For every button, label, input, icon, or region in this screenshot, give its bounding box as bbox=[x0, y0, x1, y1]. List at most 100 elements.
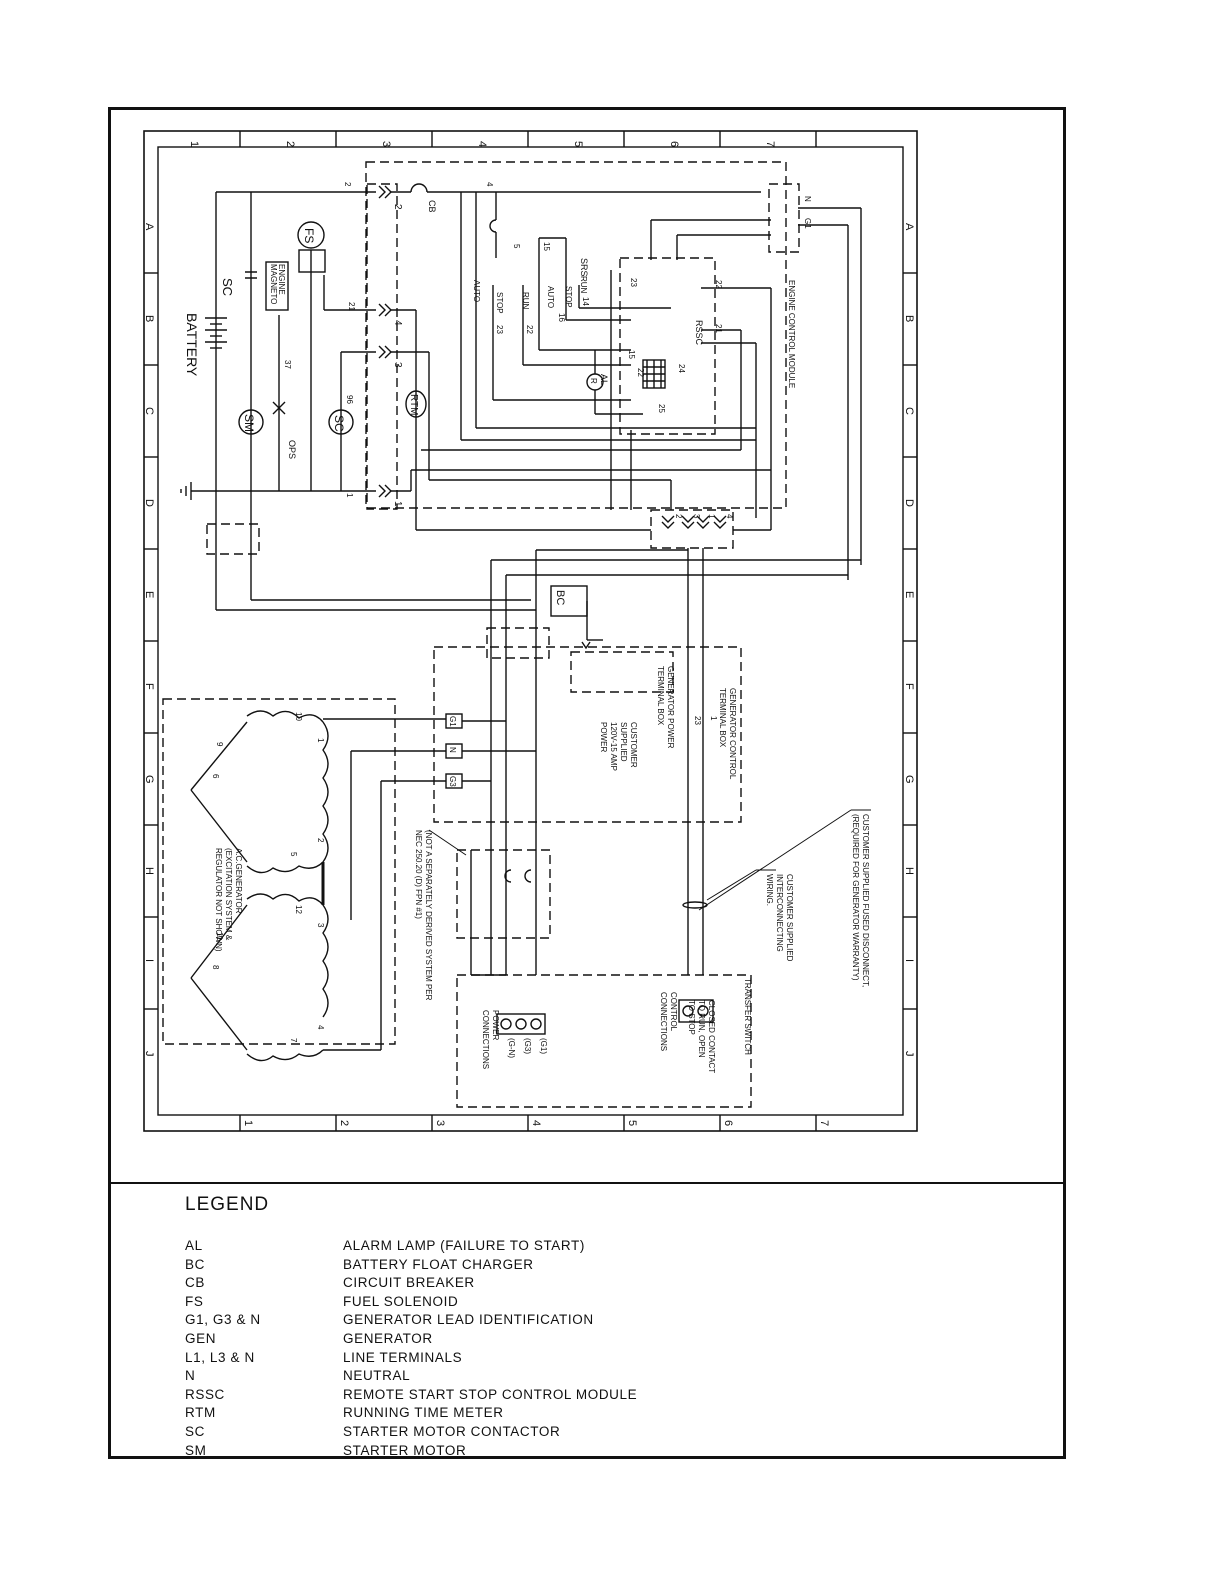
wire-label: 22 bbox=[636, 368, 645, 377]
grid-number: 2 bbox=[338, 1120, 350, 1126]
ac-generator-enclosure bbox=[162, 698, 396, 1045]
legend-desc: ALARM LAMP (FAILURE TO START) bbox=[343, 1238, 585, 1253]
gen-box-label: G1 bbox=[448, 716, 457, 727]
ops-switch bbox=[272, 401, 286, 415]
grid-letter: A bbox=[143, 223, 155, 231]
switch-label: AUTO bbox=[546, 286, 555, 308]
wire-label: 22 bbox=[714, 280, 723, 289]
legend-desc: RUNNING TIME METER bbox=[343, 1405, 504, 1421]
connector-chevron-3 bbox=[378, 345, 392, 359]
coil-terminal: 10 bbox=[294, 712, 303, 721]
coil-terminal: 3 bbox=[316, 923, 325, 928]
ts-terminal-g3 bbox=[515, 1018, 527, 1030]
grid-letter: I bbox=[903, 959, 915, 962]
generator-control-tb-label: GENERATOR CONTROL bbox=[728, 688, 737, 780]
switch-label: STOP bbox=[564, 286, 573, 308]
legend-desc: GENERATOR bbox=[343, 1330, 433, 1346]
grid-letter: C bbox=[903, 407, 915, 415]
engine-magneto-box bbox=[265, 261, 289, 311]
grid-letter: D bbox=[143, 499, 155, 507]
circuit-breaker bbox=[410, 183, 428, 193]
legend-item: RTM RUNNING TIME METER bbox=[185, 1405, 885, 1424]
wire-label: 23 bbox=[693, 716, 702, 725]
legend-desc: REMOTE START STOP CONTROL MODULE bbox=[343, 1386, 638, 1402]
ops-label: OPS bbox=[287, 440, 297, 459]
wire-label: 16 bbox=[557, 313, 566, 322]
legend-abbr: G1, G3 & N bbox=[185, 1312, 261, 1328]
grid-letter: G bbox=[143, 775, 155, 784]
grid-number: 6 bbox=[722, 1120, 734, 1126]
not-separately-label: NEC 250.20 (D) FPN #1) bbox=[414, 830, 423, 919]
wire-label: 23 bbox=[629, 278, 638, 287]
battery-label: BATTERY bbox=[184, 313, 200, 377]
fused-disconnect-label: CUSTOMER SUPPLIED FUSED DISCONNECT, bbox=[861, 814, 870, 987]
magneto-label: MAGNETO bbox=[269, 264, 278, 304]
battery-symbol bbox=[205, 317, 227, 349]
tb-chevron-4 bbox=[713, 515, 727, 529]
customer-power-label: 120V-15 AMP bbox=[609, 722, 618, 771]
closed-contact-label: CLOSED CONTACT bbox=[707, 1000, 716, 1073]
fuel-solenoid bbox=[297, 221, 325, 249]
ecm-terminal-block bbox=[768, 183, 800, 253]
legend-item: RSSC REMOTE START STOP CONTROL MODULE bbox=[185, 1387, 885, 1406]
connector-chevron-2 bbox=[378, 185, 392, 199]
wire-label: 1 bbox=[709, 716, 718, 721]
page-frame: 1 2 3 4 5 6 7 1 2 3 4 5 6 7 A B C D E F … bbox=[108, 107, 1066, 1459]
generator-power-tb-label: TERMINAL BOX bbox=[656, 666, 665, 726]
fs-label: FS bbox=[302, 228, 316, 243]
ac-generator-label: A.C.GENERATOR bbox=[234, 848, 243, 914]
control-connections-label: CONTROL bbox=[669, 992, 678, 1032]
fused-disconnect-label: (REQUIRED FOR GENERATOR WARRANTY) bbox=[851, 814, 860, 981]
ts-terminal-label: (G3) bbox=[523, 1038, 532, 1054]
power-connections-label: CONNECTIONS bbox=[481, 1010, 490, 1069]
legend-abbr: RSSC bbox=[185, 1386, 225, 1402]
coil-terminal: 5 bbox=[289, 852, 298, 857]
legend-title: LEGEND bbox=[185, 1194, 270, 1215]
coil-terminal: 1 bbox=[316, 738, 325, 743]
grid-letter: H bbox=[903, 867, 915, 875]
engine-control-module-enclosure bbox=[365, 161, 787, 509]
grid-number: 4 bbox=[476, 141, 488, 147]
tb-chevron-3 bbox=[681, 515, 695, 529]
coil-terminal: 6 bbox=[211, 774, 220, 779]
connector-pin: 1 bbox=[392, 501, 403, 507]
grid-number: 7 bbox=[764, 141, 776, 147]
grid-letter: J bbox=[143, 1051, 155, 1057]
ts-control-terminal-2 bbox=[697, 1005, 709, 1017]
connector-pin: 4 bbox=[392, 320, 403, 326]
legend-abbr: RTM bbox=[185, 1405, 216, 1421]
starter-motor bbox=[238, 409, 264, 435]
grid-letter: F bbox=[903, 683, 915, 690]
tb-connector-block bbox=[650, 509, 734, 549]
disconnect-fuse-2 bbox=[524, 869, 532, 883]
grid-number: 5 bbox=[572, 141, 584, 147]
ts-terminal-g1 bbox=[530, 1018, 542, 1030]
ac-generator-label: REGULATOR NOT SHOWN) bbox=[214, 848, 223, 952]
tb-pin: 4 bbox=[725, 514, 734, 519]
sm-label: SM bbox=[242, 414, 256, 432]
wire-label: 22 bbox=[525, 325, 534, 334]
customer-power-label: POWER bbox=[599, 722, 608, 752]
legend-desc: CIRCUIT BREAKER bbox=[343, 1275, 475, 1291]
tb-chevron-2 bbox=[661, 515, 675, 529]
wire-label: 21 bbox=[347, 302, 356, 311]
legend-abbr: FS bbox=[185, 1293, 204, 1309]
grid-letter: E bbox=[143, 591, 155, 598]
transfer-switch-label: TRANSFER SWITCH bbox=[743, 978, 752, 1055]
coil-terminal: 12 bbox=[294, 905, 303, 914]
grid-letter: B bbox=[903, 315, 915, 322]
interconnecting-label: CUSTOMER SUPPLIED bbox=[785, 874, 794, 962]
grid-letter: A bbox=[903, 223, 915, 231]
grid-number: 7 bbox=[818, 1120, 830, 1126]
coil-terminal: 4 bbox=[316, 1025, 325, 1030]
ts-terminal-label: (G-N) bbox=[507, 1038, 516, 1058]
switch-label: RUN bbox=[579, 276, 588, 294]
interconnecting-label: WIRING. bbox=[765, 874, 774, 906]
gen-box-label: G3 bbox=[448, 776, 457, 787]
wire-label: 21 bbox=[714, 324, 723, 333]
starter-contactor bbox=[328, 409, 354, 435]
